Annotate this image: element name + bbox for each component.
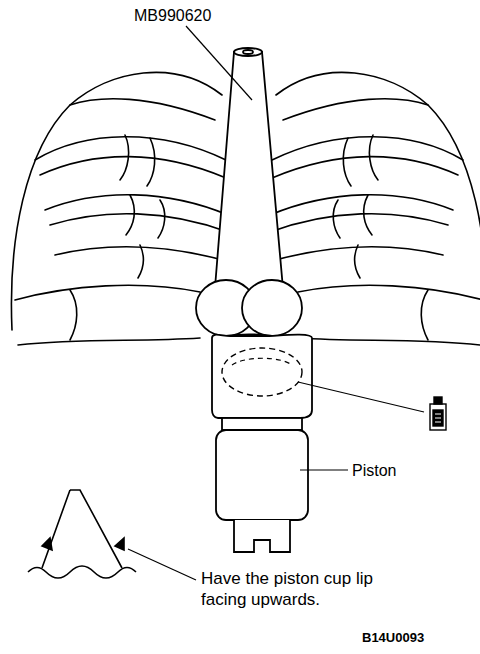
thumbs <box>196 280 302 336</box>
piston-cup-inner <box>232 358 292 365</box>
grease-symbol <box>430 397 446 430</box>
note-text: Have the piston cup lip facing upwards. <box>201 568 377 611</box>
piston-cup <box>222 348 302 396</box>
leader-lines <box>128 26 424 580</box>
part-number: MB990620 <box>134 6 211 26</box>
piston-body <box>212 335 312 552</box>
installer-cone <box>214 48 284 300</box>
part-name: Piston <box>352 461 396 481</box>
figure-code: B14U0093 <box>362 630 424 646</box>
inset-cone <box>28 490 136 578</box>
